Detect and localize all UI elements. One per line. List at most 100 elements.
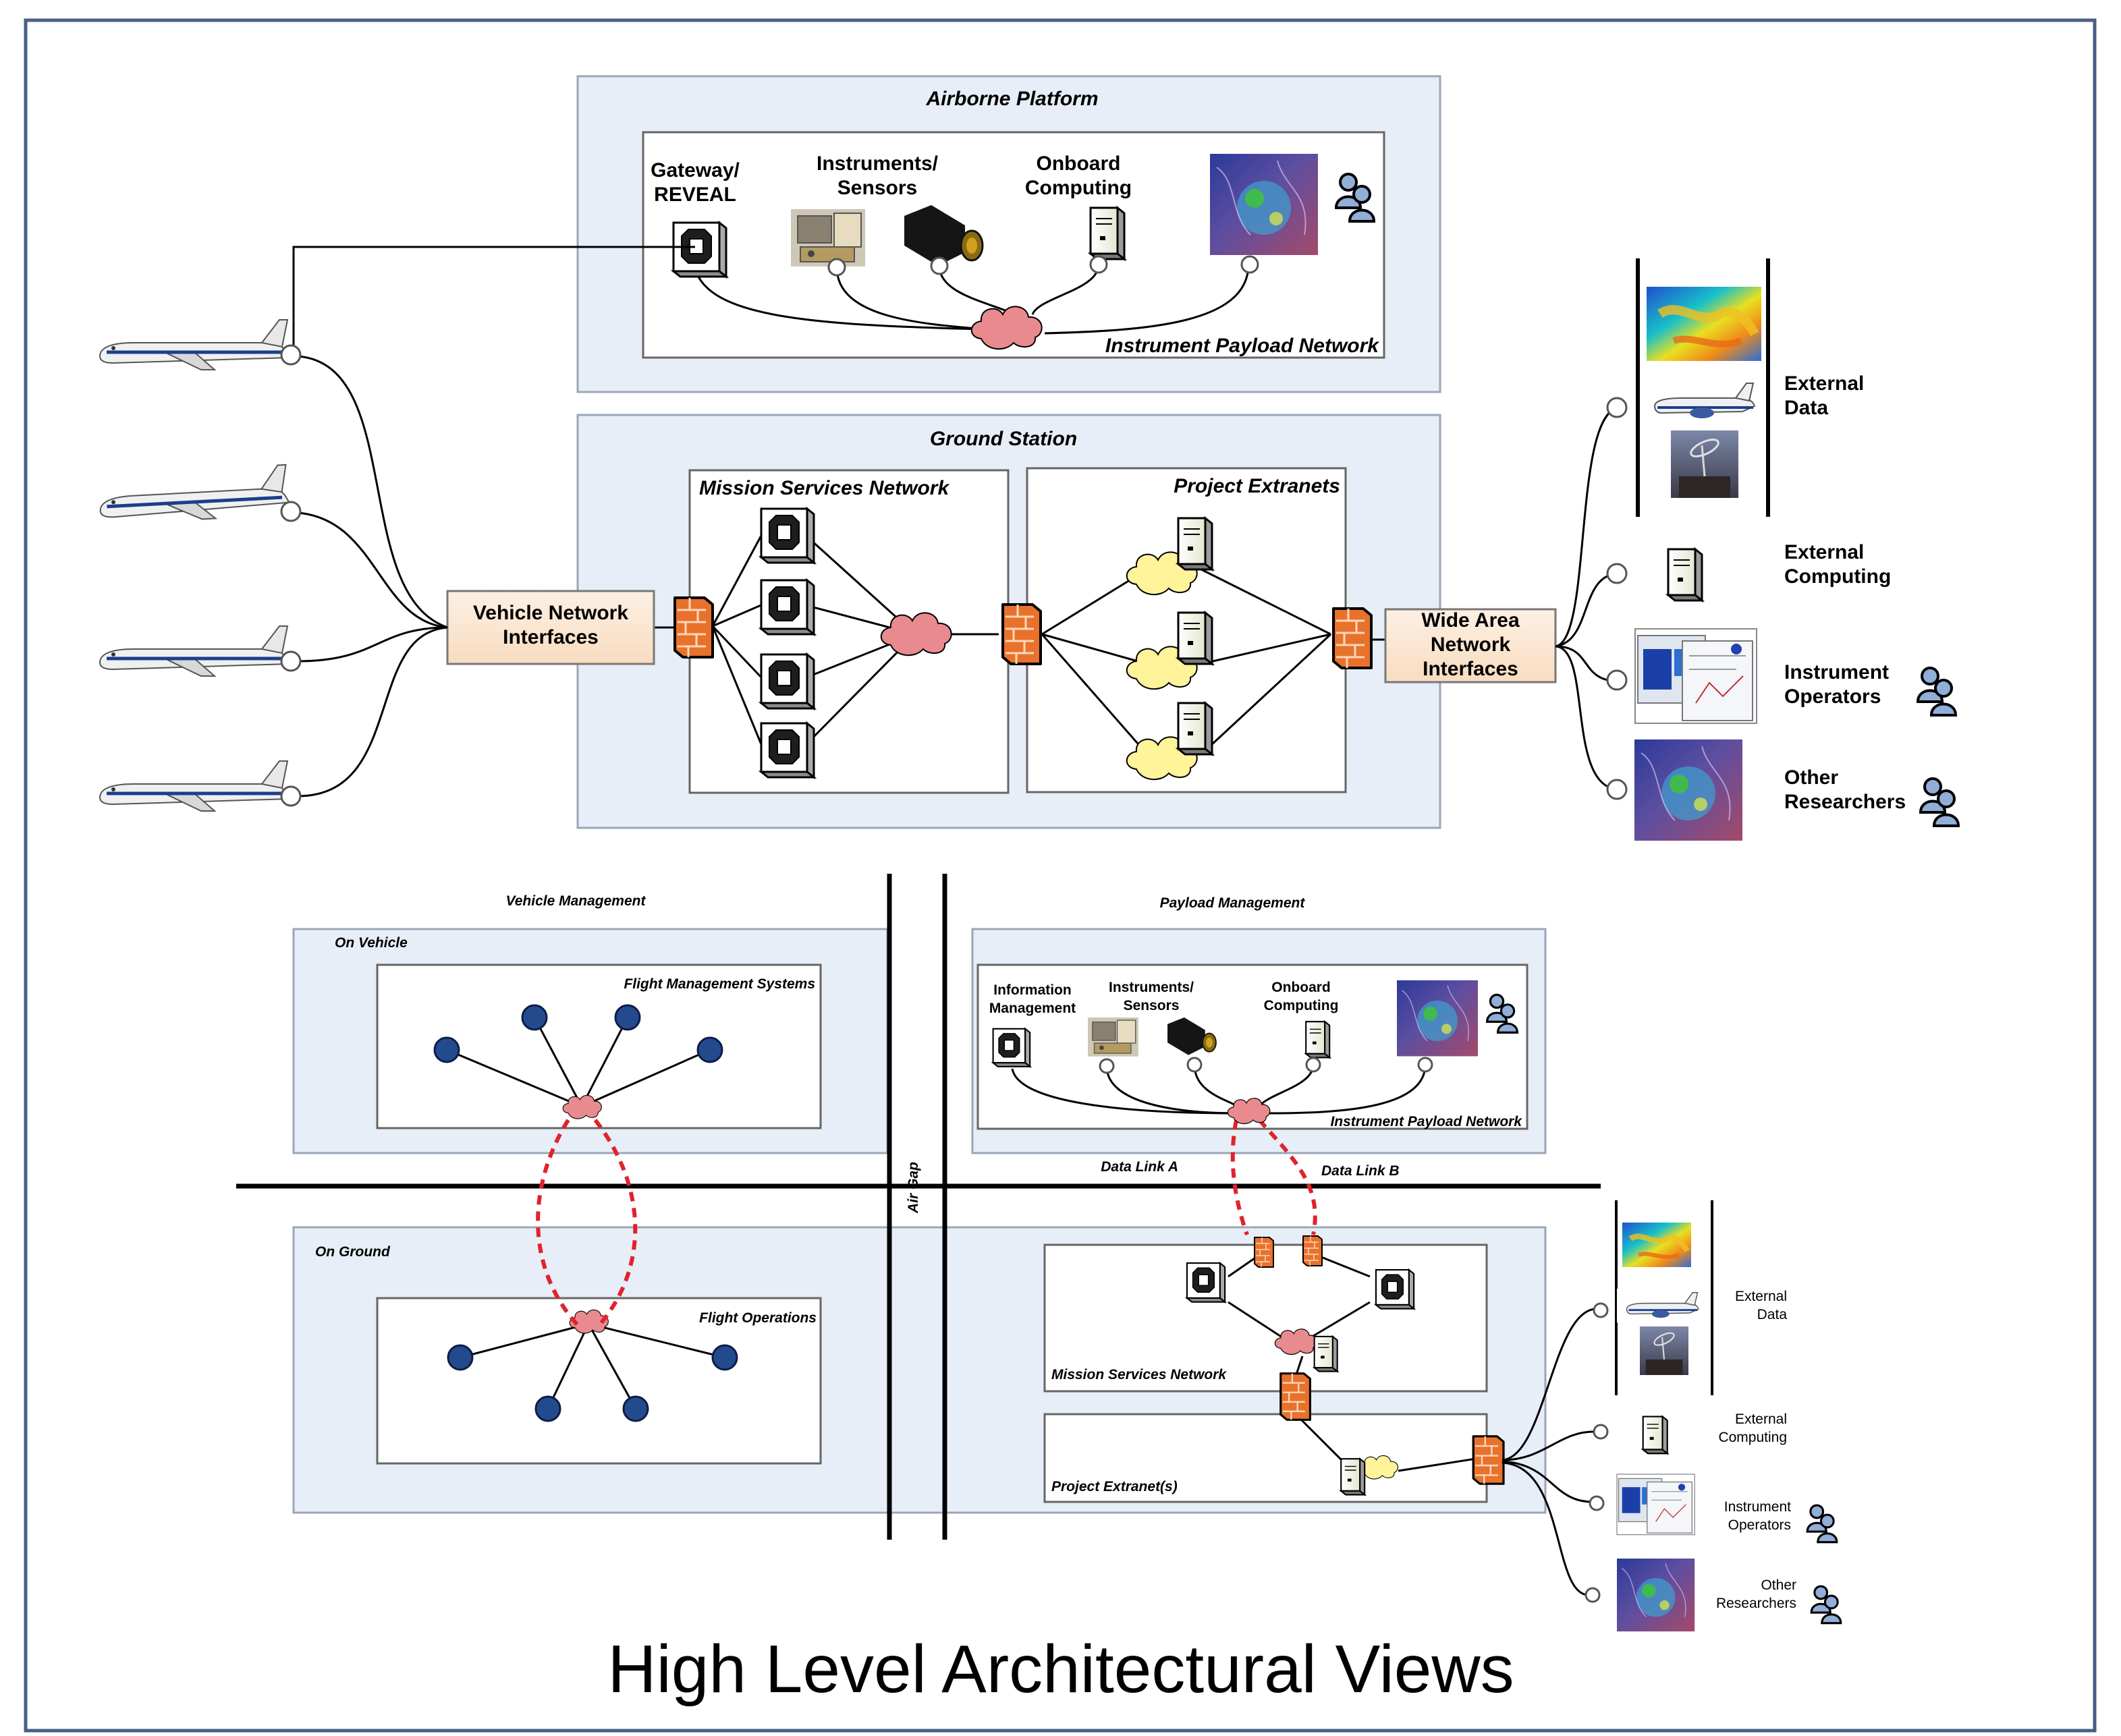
link-firewall-gateway xyxy=(711,532,764,627)
flight-ops-link xyxy=(587,1323,637,1409)
air-gap-label: Air Gap xyxy=(906,1162,921,1214)
data-link-vehicle-b xyxy=(593,1119,638,1326)
external-aircraft-icon xyxy=(1640,376,1764,426)
flight-management-label: Flight Management Systems xyxy=(624,976,815,992)
flight-operations-label: Flight Operations xyxy=(699,1310,817,1326)
link-radar-cloud xyxy=(1044,264,1250,335)
operator-screens-icon xyxy=(1634,628,1757,724)
mission-gateway-icon xyxy=(1375,1268,1415,1310)
external-link xyxy=(1502,1430,1597,1461)
mission-gateway-icon xyxy=(760,722,815,779)
firewall-icon xyxy=(1472,1435,1505,1485)
flight-ops-node xyxy=(622,1395,649,1422)
data-link-b-line xyxy=(1257,1118,1317,1235)
payload-network-label: Instrument Payload Network xyxy=(1330,1114,1522,1129)
gateway-reveal-icon xyxy=(672,221,727,278)
instrument-sensor-icon xyxy=(1087,1017,1139,1057)
fms-node xyxy=(433,1036,460,1063)
port-connector xyxy=(1606,397,1628,418)
link-wan-researchers xyxy=(1555,645,1620,791)
extranet-link xyxy=(1398,1456,1485,1472)
fms-link xyxy=(581,1048,711,1108)
link-aircraft4 xyxy=(297,626,448,797)
payload-link xyxy=(1105,1065,1238,1115)
external-weather-map-icon xyxy=(1647,287,1761,361)
fms-link xyxy=(580,1017,629,1107)
port-connector xyxy=(1417,1057,1433,1073)
firewall-icon xyxy=(1332,607,1373,669)
port-connector xyxy=(1593,1424,1609,1440)
on-vehicle-label: On Vehicle xyxy=(335,935,408,951)
flight-ops-link xyxy=(588,1322,725,1359)
airborne-platform-title: Airborne Platform xyxy=(925,88,1098,110)
instruments-label-bottom: Instruments/Sensors xyxy=(1109,980,1194,1013)
firewall-icon xyxy=(1279,1372,1311,1421)
gateway-label: Gateway/REVEAL xyxy=(651,159,740,206)
project-extranet-label: Project Extranet(s) xyxy=(1051,1479,1178,1494)
radar-display-icon xyxy=(1209,153,1319,256)
external-link xyxy=(1502,1460,1593,1503)
fms-node xyxy=(614,1004,641,1031)
mission-gateway-icon xyxy=(760,507,815,564)
firewall-icon xyxy=(1001,603,1042,665)
instrument-sensor-icon xyxy=(790,208,866,267)
project-extranet-box xyxy=(1043,1413,1488,1503)
project-extranets-label: Project Extranets xyxy=(1174,475,1340,497)
link-gateway-cloud xyxy=(802,633,916,749)
port-connector xyxy=(1240,255,1259,274)
data-link-a-line xyxy=(1230,1119,1249,1236)
researcher-radar-icon xyxy=(1634,739,1743,841)
link-gateway-aircraft xyxy=(292,246,695,355)
firewall-icon xyxy=(1302,1235,1323,1266)
link-instrument-cloud xyxy=(835,267,986,331)
payload-link xyxy=(1268,1064,1427,1115)
flight-ops-node xyxy=(534,1395,561,1422)
diagram-title: High Level Architectural Views xyxy=(607,1631,1514,1707)
port-connector xyxy=(1606,669,1628,691)
extranet-server-icon xyxy=(1177,517,1213,571)
external-tower-icon xyxy=(1670,429,1740,499)
mission-gateway-icon xyxy=(760,579,815,636)
external-aircraft-icon xyxy=(1616,1287,1706,1324)
port-connector xyxy=(1089,255,1108,274)
firewall-icon xyxy=(673,596,714,659)
port-connector xyxy=(1589,1495,1605,1511)
flight-ops-node xyxy=(711,1344,738,1371)
researcher-radar-icon xyxy=(1616,1558,1695,1632)
port-connector xyxy=(930,256,949,275)
port-connector xyxy=(280,785,302,807)
port-connector xyxy=(1099,1058,1115,1074)
link-wan-extdata xyxy=(1555,406,1620,648)
link-fw-extranet xyxy=(1041,633,1148,665)
fms-link xyxy=(533,1017,583,1107)
mission-services-label-bottom: Mission Services Network xyxy=(1051,1367,1227,1382)
link-firewall-gateway xyxy=(712,603,763,627)
link-extranet-fw xyxy=(1200,633,1332,756)
mission-link xyxy=(1228,1301,1287,1341)
mission-services-box xyxy=(688,469,1010,794)
port-connector xyxy=(280,344,302,366)
wan-interfaces-box xyxy=(1384,608,1557,683)
link-aircraft2 xyxy=(297,511,448,629)
port-connector xyxy=(1186,1057,1203,1073)
link-firewall-gateway xyxy=(711,625,764,680)
onboard-server-icon xyxy=(1305,1021,1331,1059)
firewall-icon xyxy=(1254,1237,1274,1268)
link-extranet-fw xyxy=(1201,568,1331,636)
link-firewall-gateway xyxy=(711,625,764,748)
port-connector xyxy=(1606,563,1628,584)
link-extranet-fw xyxy=(1201,633,1331,665)
extranet-server-icon xyxy=(1177,702,1213,756)
instruments-label: Instruments/Sensors xyxy=(817,152,939,199)
mission-gateway-icon xyxy=(760,653,815,710)
on-ground-label: On Ground xyxy=(315,1244,391,1260)
